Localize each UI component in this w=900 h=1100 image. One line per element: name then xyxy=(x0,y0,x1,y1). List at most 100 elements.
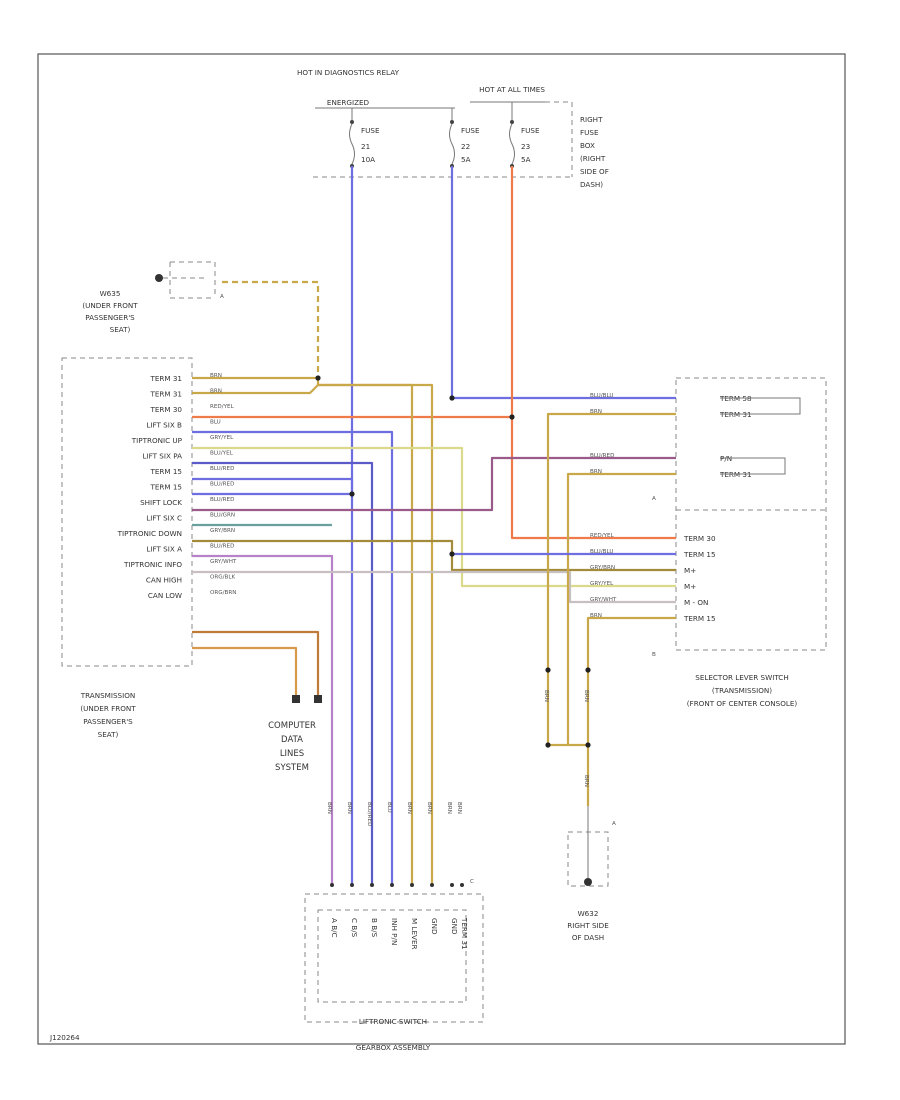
svg-text:RIGHT: RIGHT xyxy=(580,115,603,124)
tiptronic-pin-terminal xyxy=(430,883,434,887)
tiptronic-pin-terminal xyxy=(330,883,334,887)
can-system: COMPUTER DATA LINES SYSTEM xyxy=(268,721,316,773)
wire-harness xyxy=(192,166,676,885)
tiptronic-pin-label: GND xyxy=(430,918,439,935)
fuse-23: FUSE 23 5A xyxy=(509,102,540,168)
svg-text:B: B xyxy=(652,652,656,658)
selector-wire-label: BLU/RED xyxy=(590,453,614,459)
splice-junction xyxy=(585,667,591,673)
svg-text:LINES: LINES xyxy=(280,749,304,759)
splice-junction xyxy=(509,414,515,420)
tcm-wire-label: GRY/WHT xyxy=(210,559,237,565)
svg-text:A: A xyxy=(220,294,224,300)
can-connector-end xyxy=(314,695,322,703)
tcm-wire-label: ORG/BLK xyxy=(210,575,235,581)
tcm-pin-label: CAN HIGH xyxy=(146,576,182,585)
selector-wire-label: BLU/BLU xyxy=(590,549,613,555)
svg-text:A: A xyxy=(652,496,656,502)
splice-wire-label: BRN xyxy=(543,690,549,702)
svg-text:COMPUTER: COMPUTER xyxy=(268,721,316,731)
svg-text:(UNDER FRONT: (UNDER FRONT xyxy=(80,704,136,713)
tiptronic-pin-terminal xyxy=(370,883,374,887)
selector-pin-label: TERM 15 xyxy=(683,550,716,559)
wire-segment xyxy=(192,570,676,604)
fuse-22-number: 22 xyxy=(461,142,470,151)
hot-in-diag-sub-label: ENERGIZED xyxy=(327,98,370,107)
tcm-pin-label: TIPTRONIC UP xyxy=(131,436,183,445)
selector-connector-box xyxy=(675,377,827,651)
selector-pin-label: TERM 15 xyxy=(683,614,716,623)
fuse-22-label: FUSE xyxy=(461,126,480,135)
tcm-pin-label: TERM 15 xyxy=(149,483,182,492)
tiptronic-pin-terminal xyxy=(390,883,394,887)
tcm-wire-label: BLU/YEL xyxy=(210,451,234,457)
tiptronic-wire-label: BRN xyxy=(326,802,332,814)
selector-wire-label: BRN xyxy=(590,613,602,619)
svg-text:SYSTEM: SYSTEM xyxy=(275,763,309,773)
tiptronic-wire-label: BRN xyxy=(426,802,432,814)
tiptronic-pin-label: GND xyxy=(450,918,459,935)
tcm-connector-box xyxy=(61,357,193,667)
wire-segment xyxy=(192,554,334,885)
splice-junction xyxy=(315,375,321,381)
svg-text:TRANSMISSION: TRANSMISSION xyxy=(80,691,136,700)
tcm-wire-label: BLU/RED xyxy=(210,482,234,488)
tcm-wire-label: GRY/YEL xyxy=(210,435,234,441)
footer-code: J120264 xyxy=(49,1033,80,1042)
wire-segment xyxy=(192,384,319,395)
tiptronic-pin-terminal xyxy=(410,883,414,887)
fuse-21-label: FUSE xyxy=(361,126,380,135)
svg-text:FUSE: FUSE xyxy=(580,128,599,137)
fuse-23-rating: 5A xyxy=(521,155,531,164)
svg-text:(FRONT OF CENTER CONSOLE): (FRONT OF CENTER CONSOLE) xyxy=(687,699,798,708)
diagram-frame xyxy=(37,53,846,1045)
ground-seat-id: W635 xyxy=(100,289,121,298)
tiptronic-pin-label: C B/S xyxy=(350,918,359,938)
tiptronic-wire-label: BRN xyxy=(346,802,352,814)
svg-text:BOX: BOX xyxy=(580,141,595,150)
ground-dash-id: W632 xyxy=(578,909,599,918)
tiptronic-wire-label: BLU/RED xyxy=(366,802,372,826)
tcm-pin-label: TIPTRONIC DOWN xyxy=(117,529,182,538)
tiptronic-subtitle: GEARBOX ASSEMBLY xyxy=(356,1043,431,1052)
svg-text:PASSENGER'S: PASSENGER'S xyxy=(83,717,133,726)
tiptronic-wire-label: BRN xyxy=(446,802,452,814)
tcm-wire-label: BLU/GRN xyxy=(210,513,235,519)
splice-junction xyxy=(545,667,551,673)
wire-label-set: BRNBRNRED/YELBLUGRY/YELBLU/YELBLU/REDBLU… xyxy=(210,373,617,826)
tcm-wire-label: GRY/BRN xyxy=(210,528,235,534)
tcm-pin-label: LIFT SIX B xyxy=(146,421,182,430)
svg-text:C: C xyxy=(470,879,474,885)
tiptronic-wire-label: BRN xyxy=(406,802,412,814)
svg-text:SEAT): SEAT) xyxy=(98,730,119,739)
tcm-wire-label: BRN xyxy=(210,373,222,379)
selector-pin-label: TERM 30 xyxy=(683,534,716,543)
wire-segment xyxy=(192,630,320,695)
fuse-21: FUSE 21 10A xyxy=(349,108,380,168)
selector-pin-label: M+ xyxy=(684,582,696,591)
tcm-pin-label: TERM 31 xyxy=(149,390,182,399)
tiptronic-pin-label: TERM 31 xyxy=(460,917,469,950)
hot-in-diag-label: HOT IN DIAGNOSTICS RELAY xyxy=(297,68,400,77)
splice-junction xyxy=(545,742,551,748)
svg-text:PASSENGER'S: PASSENGER'S xyxy=(85,313,135,322)
tcm-title: TRANSMISSION (UNDER FRONT PASSENGER'S SE… xyxy=(80,691,137,739)
tiptronic-pin-terminal xyxy=(460,883,464,887)
tiptronic-pin-label: INH P/N xyxy=(390,918,399,945)
selector-wire-label: GRY/BRN xyxy=(590,565,615,571)
tcm-pin-label: SHIFT LOCK xyxy=(140,498,182,507)
svg-text:DATA: DATA xyxy=(281,735,303,745)
ground-dash: A W632 RIGHT SIDE OF DASH xyxy=(567,806,616,942)
svg-text:SELECTOR LEVER SWITCH: SELECTOR LEVER SWITCH xyxy=(695,673,788,682)
tcm-pin-label: TERM 30 xyxy=(149,405,182,414)
tcm-pin-label: TERM 15 xyxy=(149,467,182,476)
svg-text:(TRANSMISSION): (TRANSMISSION) xyxy=(712,686,772,695)
tcm-pin-label: CAN LOW xyxy=(148,591,182,600)
wire-segment xyxy=(450,166,676,400)
tiptronic-wire-label: BLU xyxy=(386,802,392,813)
